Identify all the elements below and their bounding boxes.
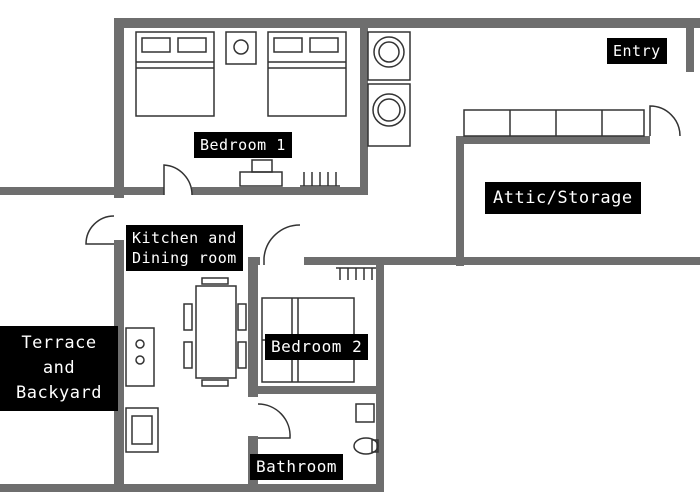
- room-label-kitchen-dining: Kitchen and Dining room: [126, 225, 243, 271]
- room-label-bedroom-1: Bedroom 1: [194, 132, 292, 158]
- room-label-terrace-backyard: Terrace and Backyard: [0, 326, 118, 411]
- room-label-bedroom-2: Bedroom 2: [265, 334, 369, 360]
- walls: [0, 18, 700, 492]
- room-label-entry: Entry: [607, 38, 667, 64]
- room-label-attic-storage: Attic/Storage: [485, 182, 641, 214]
- room-label-bathroom: Bathroom: [250, 454, 344, 480]
- furniture: [85, 31, 681, 455]
